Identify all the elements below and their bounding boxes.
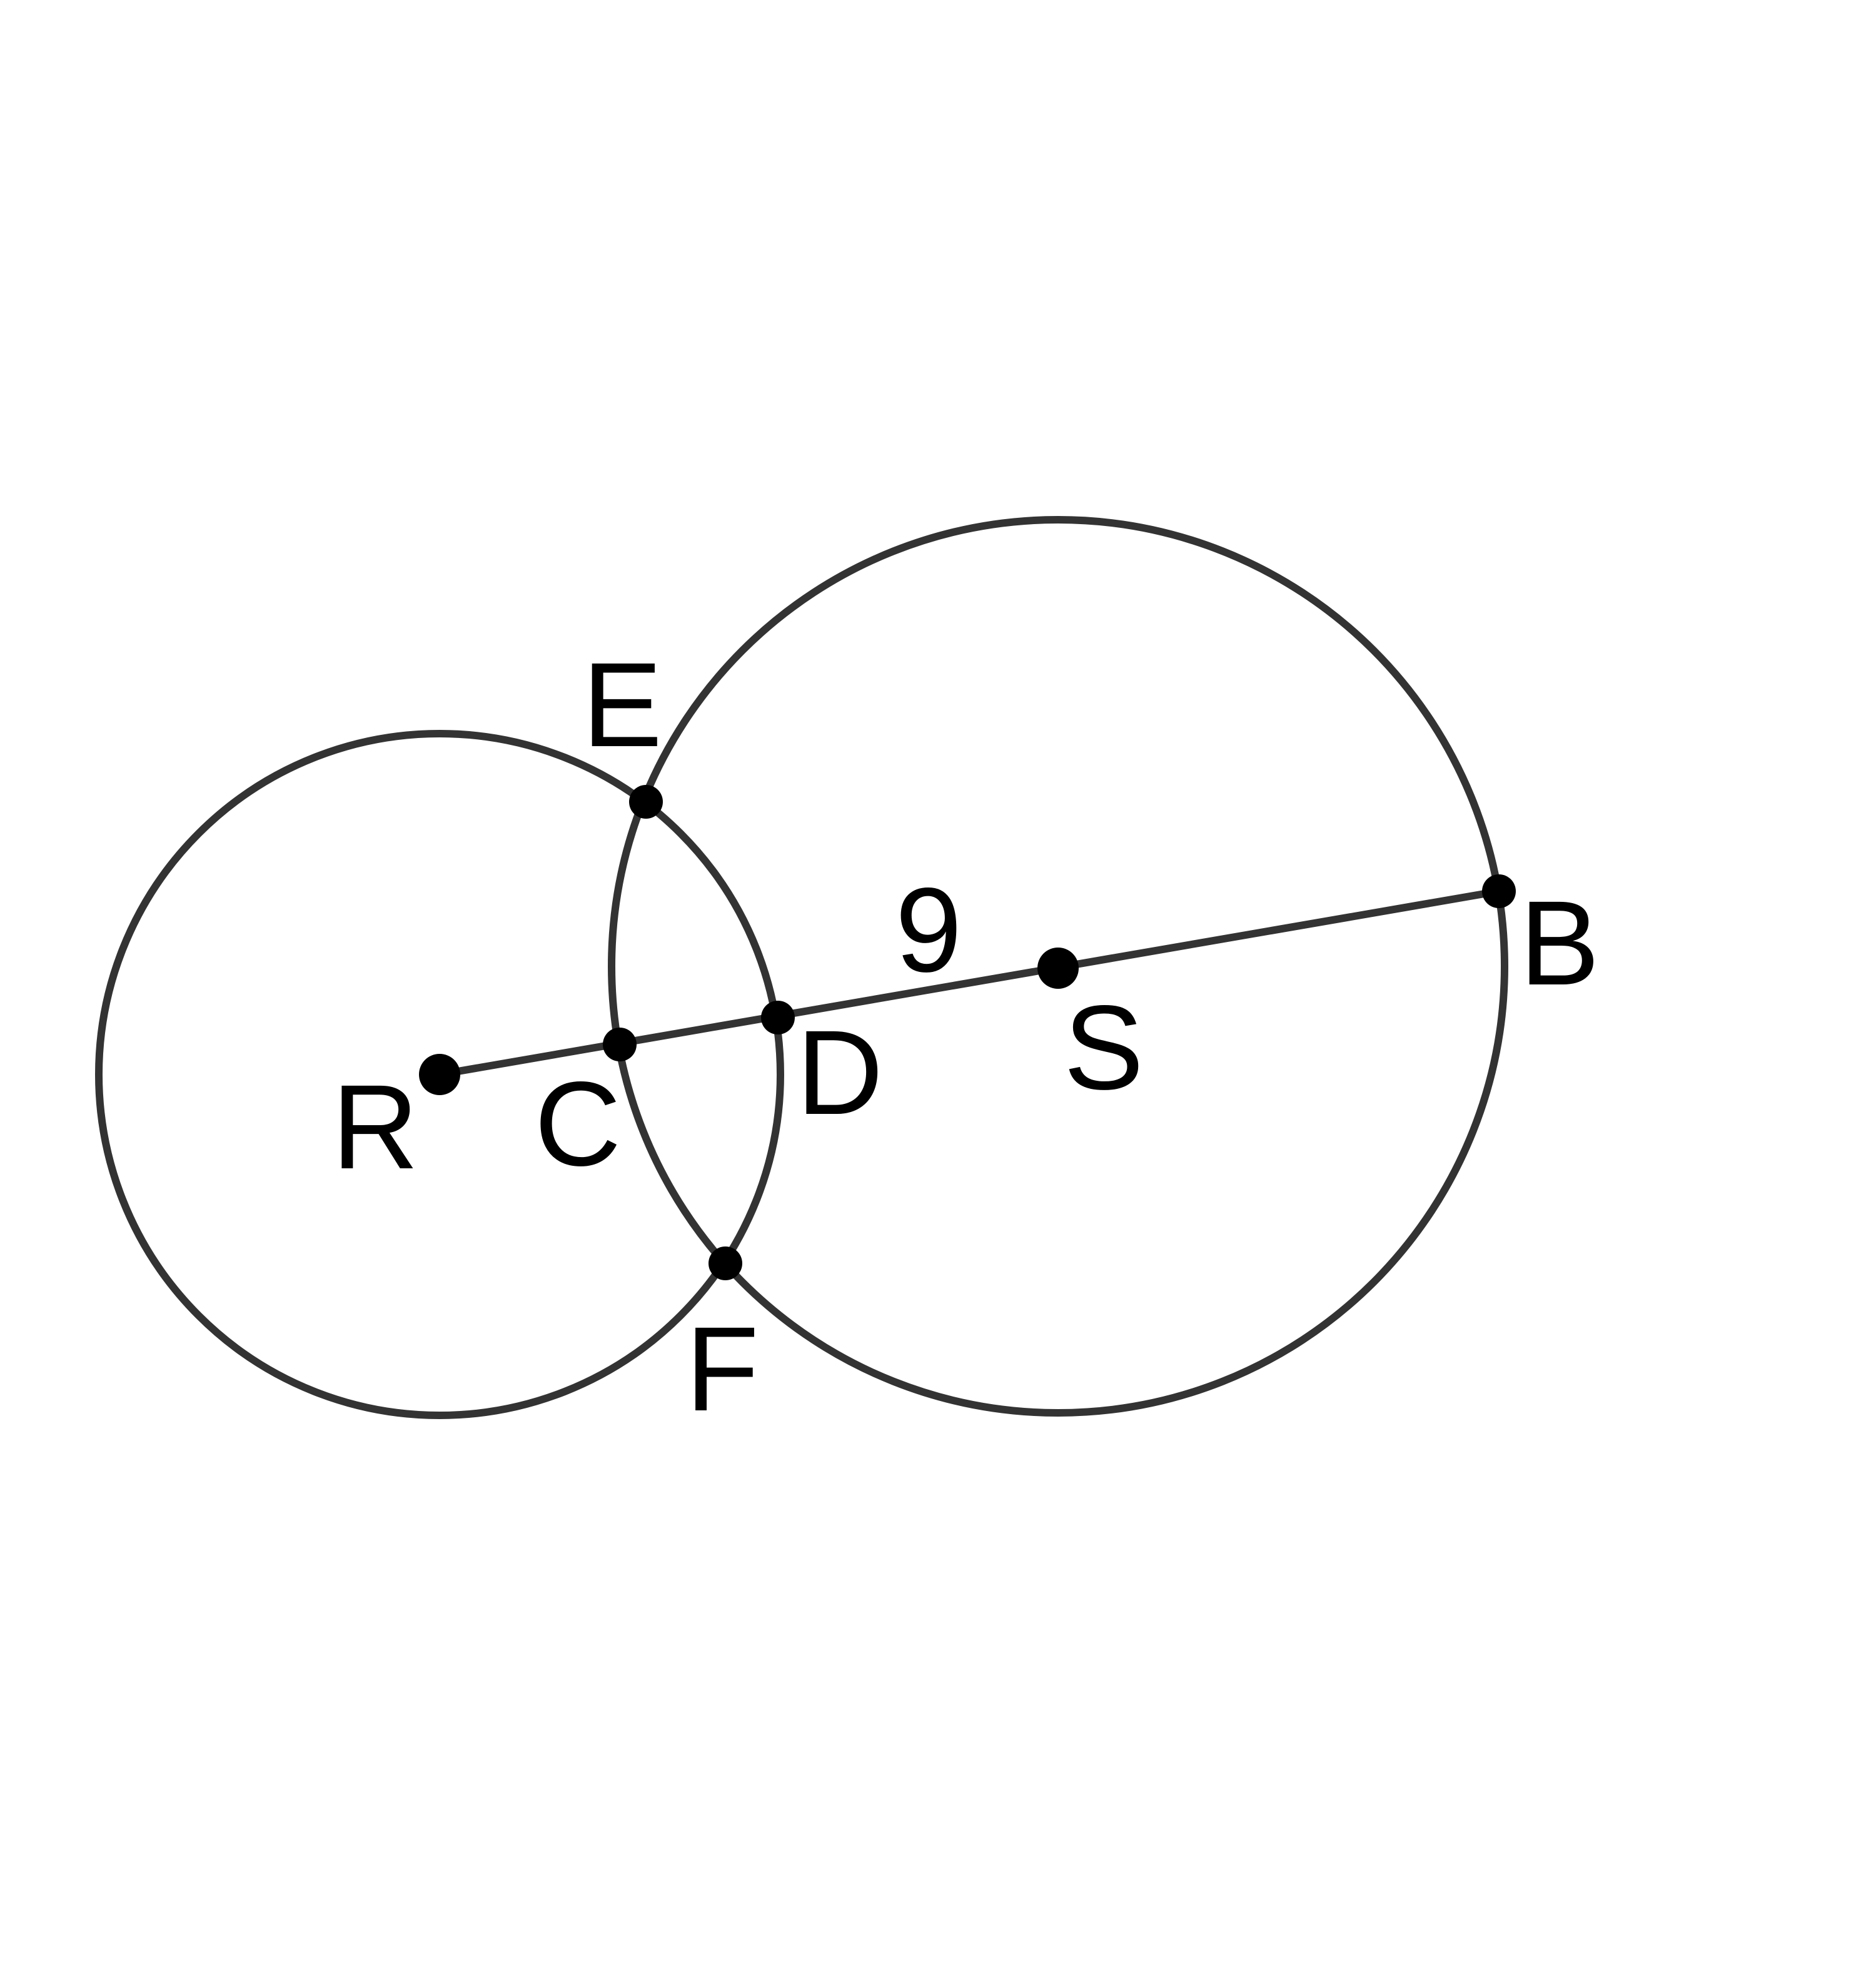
label-F: F [685,1302,759,1436]
point-F [709,1246,742,1280]
point-R [419,1054,460,1095]
circle-S [608,516,1508,1417]
segment-RB [438,887,1500,1078]
label-D: D [797,1005,884,1140]
point-S [1037,948,1079,989]
label-E: E [582,637,662,772]
label-R: R [332,1059,419,1194]
point-C [603,1028,637,1061]
label-C: C [535,1056,622,1191]
measurement-DS: 9 [895,862,962,997]
circle-R [95,730,784,1419]
label-B: B [1520,876,1600,1010]
point-B [1482,874,1516,908]
point-E [629,785,663,819]
label-S: S [1064,980,1144,1115]
point-D [761,1001,795,1034]
